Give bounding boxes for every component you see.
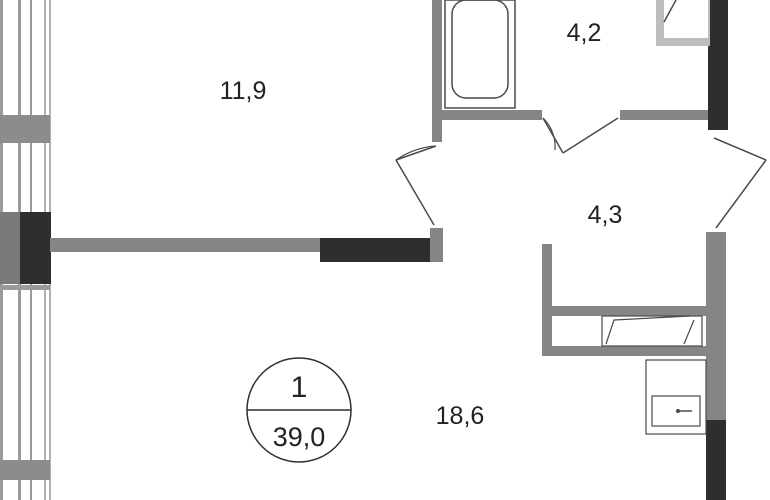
room-area-top-left: 11,9 [220,77,267,105]
total-area: 39,0 [273,422,326,452]
room-area-main: 18,6 [436,402,485,430]
rooms-count: 1 [291,371,308,404]
room-area-hallway: 4,3 [588,201,623,229]
wardrobe [601,315,703,347]
bathroom-right-wall [656,0,728,130]
bathroom-walls [430,0,710,262]
apartment-badge: 1 39,0 [246,357,352,463]
room-door-left [395,145,437,226]
bathtub [444,0,516,109]
partition-wall-horizontal [50,238,441,262]
bathroom-door [542,117,619,154]
right-wall [706,232,726,500]
left-facade-wall [0,0,51,500]
kitchen-wall [542,244,708,356]
sink [645,359,707,435]
room-area-bathroom: 4,2 [567,19,602,47]
entrance-door [713,137,767,229]
